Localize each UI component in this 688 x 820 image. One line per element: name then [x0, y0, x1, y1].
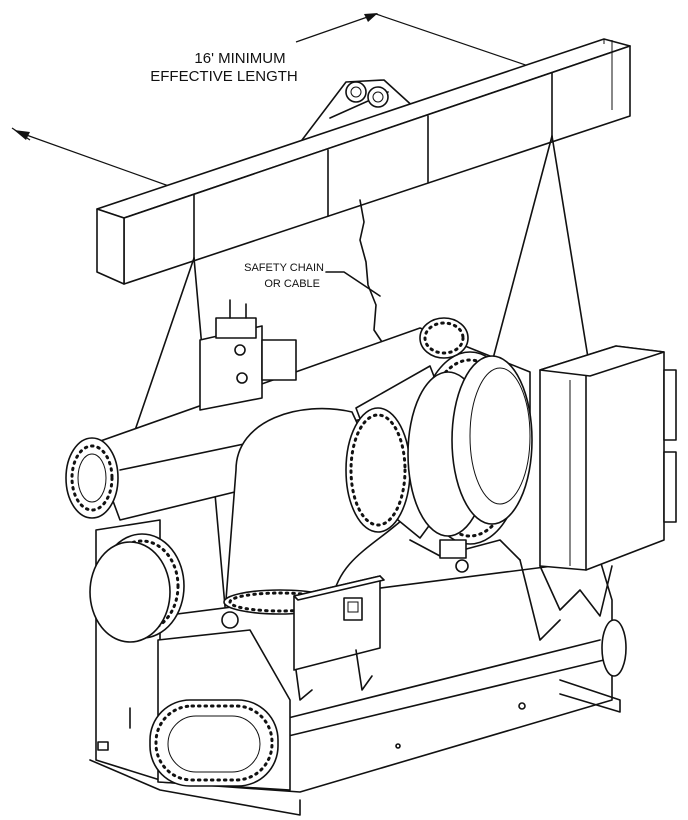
actuator-linkage [409, 539, 521, 561]
length-label-line1: 16' MINIMUM [194, 50, 285, 67]
beam-end-face [96, 208, 125, 285]
fitting-bolt-1 [518, 702, 526, 710]
starter-side-panel-upper [663, 369, 677, 441]
lug-eye-right-hole [372, 91, 384, 103]
rear-support [519, 559, 561, 641]
lug-eye-left [345, 81, 367, 103]
starter-legs [539, 565, 613, 617]
motor-housing-ring [469, 367, 531, 505]
control-panel-screen [347, 601, 359, 613]
fitting-left [221, 611, 239, 629]
support-foot-marker [97, 741, 109, 751]
spreader-beam [96, 38, 631, 285]
chain-label-line2: OR CABLE [264, 278, 320, 290]
oil-pump-top [215, 317, 257, 339]
condenser-waterbox-inner [77, 453, 107, 503]
evaporator-waterbox [149, 699, 279, 787]
dimension-line-left [17, 131, 181, 191]
motor-top-flange-bolts [423, 321, 465, 355]
lower-shell-seam-2 [279, 659, 605, 739]
lug-eye-left-hole [350, 86, 362, 98]
condenser-waterbox [65, 437, 119, 519]
actuator-box [439, 539, 467, 559]
compressor-inlet-flange [345, 407, 411, 533]
length-label-line2: EFFECTIVE LENGTH [150, 68, 298, 85]
safety-chain-leader [325, 271, 381, 297]
motor-housing [451, 355, 533, 525]
chain-label-line1: SAFETY CHAIN [244, 262, 324, 274]
control-panel-leg-right [355, 649, 373, 691]
cable-right-inner [489, 135, 553, 371]
lower-round-waterbox-cover [89, 541, 171, 643]
starter-enclosure-top [539, 345, 665, 377]
evaporator-waterbox-inner [167, 715, 261, 773]
oil-gauge [234, 344, 246, 356]
evaporator-waterbox-bolts [154, 704, 274, 782]
control-panel-top [293, 575, 385, 601]
starter-side-panel-lower [663, 451, 677, 523]
oil-pump-side-box [261, 339, 297, 381]
base-rail-back [559, 679, 621, 713]
dimension-line-right-a [295, 13, 377, 43]
base-rail-front [89, 759, 301, 816]
lug-eye-right [367, 86, 389, 108]
cable-right-outer [551, 135, 591, 371]
chiller-unit [65, 299, 677, 816]
lower-shell-seam [279, 639, 601, 721]
dimension-arrow-right [364, 13, 378, 22]
control-panel-leg-left [295, 669, 313, 701]
right-end-cover [601, 619, 627, 677]
dimension-arrow-left [14, 130, 30, 140]
starter-enclosure [539, 345, 665, 571]
condenser-waterbox-bolts [70, 444, 114, 512]
safety-chain [359, 199, 385, 363]
fitting-bolt-2 [395, 743, 401, 749]
control-panel-display [343, 597, 363, 621]
actuator-valve [455, 559, 469, 573]
oil-filter [236, 372, 248, 384]
compressor-inlet-bolts [349, 413, 407, 527]
